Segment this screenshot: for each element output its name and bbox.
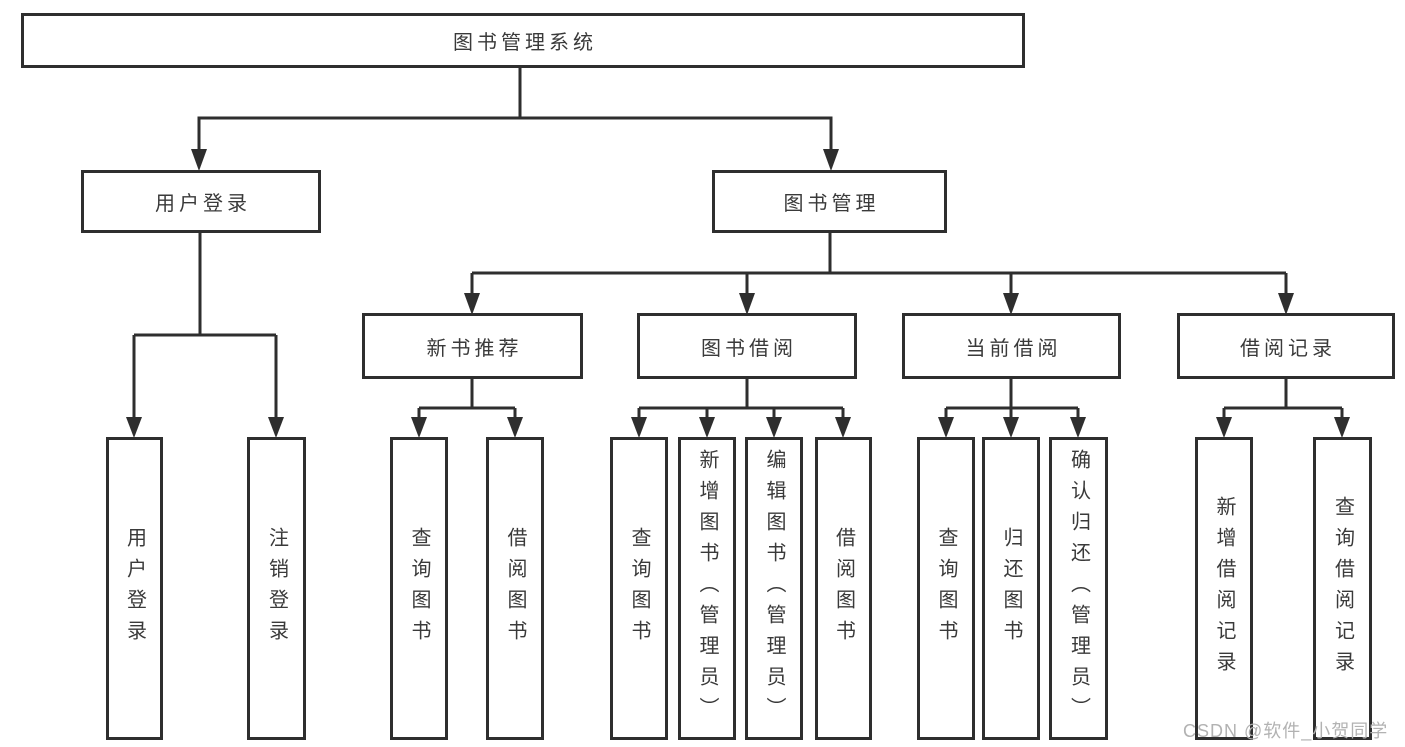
node-book-borrowing: 图书借阅	[637, 313, 857, 379]
leaf-records-add-record: 新增借阅记录	[1195, 437, 1253, 740]
leaf-recommend-borrow-books: 借阅图书	[486, 437, 544, 740]
leaf-current-confirm-return-admin: 确认归还（管理员）	[1049, 437, 1108, 740]
node-root-system: 图书管理系统	[21, 13, 1025, 68]
leaf-logout: 注销登录	[247, 437, 306, 740]
leaf-borrowing-edit-books-admin: 编辑图书（管理员）	[745, 437, 803, 740]
csdn-watermark: CSDN @软件_小贺同学	[1183, 721, 1389, 741]
leaf-recommend-query-books: 查询图书	[390, 437, 448, 740]
leaf-current-query-books: 查询图书	[917, 437, 975, 740]
leaf-borrowing-borrow-books: 借阅图书	[815, 437, 872, 740]
leaf-records-query-record: 查询借阅记录	[1313, 437, 1372, 740]
node-book-management-branch: 图书管理	[712, 170, 947, 233]
leaf-borrowing-query-books: 查询图书	[610, 437, 668, 740]
leaf-borrowing-add-books-admin: 新增图书（管理员）	[678, 437, 736, 740]
leaf-current-return-books: 归还图书	[982, 437, 1040, 740]
node-new-book-recommend: 新书推荐	[362, 313, 583, 379]
node-user-login-branch: 用户登录	[81, 170, 321, 233]
node-current-borrowing: 当前借阅	[902, 313, 1121, 379]
node-borrowing-records: 借阅记录	[1177, 313, 1395, 379]
leaf-user-login: 用户登录	[106, 437, 163, 740]
